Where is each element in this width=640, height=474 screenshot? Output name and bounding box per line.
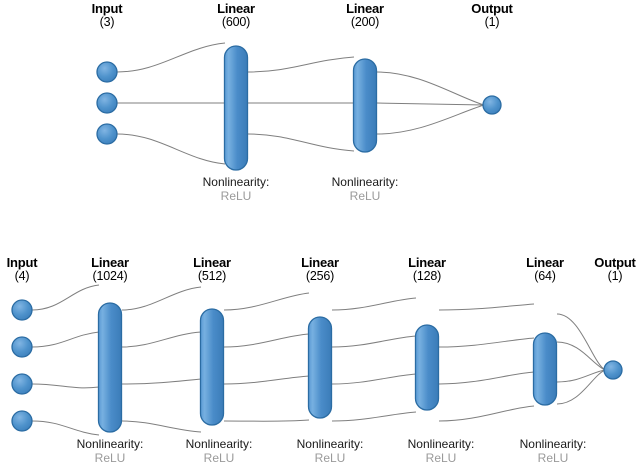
edges-linear600-to-linear200 (247, 56, 355, 152)
nonlinearity-value: ReLU (203, 450, 235, 465)
layer-name: Linear (91, 255, 129, 270)
layer-bar-linear-1024 (97, 302, 123, 433)
layer-name: Linear (408, 255, 446, 270)
layer-name: Linear (526, 255, 564, 270)
nonlinearity-value: ReLU (349, 188, 381, 203)
input-node (11, 410, 33, 432)
edges-input-to-linear1024 (31, 284, 100, 436)
layer-label-linear-256: Linear (256) (270, 256, 370, 283)
layer-name: Linear (301, 255, 339, 270)
layer-name: Input (91, 1, 123, 16)
layer-label-linear-200: Linear (200) (315, 2, 415, 29)
output-node (603, 360, 623, 380)
nonlinearity-title: Nonlinearity: (76, 437, 144, 451)
layer-size: (200) (350, 14, 380, 29)
nonlinearity-title: Nonlinearity: (519, 437, 587, 451)
layer-bar-linear-64 (532, 332, 558, 406)
layer-name: Linear (346, 1, 384, 16)
output-node (482, 95, 502, 115)
layer-size: (1024) (92, 268, 128, 283)
input-node (11, 336, 33, 358)
layer-size: (1) (607, 268, 623, 283)
nonlinearity-value: ReLU (314, 450, 346, 465)
edges-linear200-to-output (376, 71, 485, 135)
layer-name: Linear (217, 1, 255, 16)
layer-label-input-4: Input (4) (0, 256, 72, 283)
layer-bar-linear-600 (223, 45, 249, 171)
layer-label-input-3: Input (3) (57, 2, 157, 29)
layer-name: Output (471, 1, 513, 16)
input-node (96, 123, 118, 145)
layer-label-output-1: Output (1) (442, 2, 542, 29)
layer-size: (1) (484, 14, 500, 29)
edges-linear128-to-linear64 (438, 303, 535, 422)
nonlinearity-linear-200: Nonlinearity: ReLU (315, 175, 415, 204)
nonlinearity-linear-64: Nonlinearity: ReLU (503, 437, 603, 466)
nonlinearity-linear-512: Nonlinearity: ReLU (169, 437, 269, 466)
layer-size: (600) (221, 14, 251, 29)
nonlinearity-linear-1024: Nonlinearity: ReLU (60, 437, 160, 466)
layer-size: (64) (534, 268, 556, 283)
layer-bar-linear-256 (307, 316, 333, 419)
input-node (11, 373, 33, 395)
network-diagram-bottom: Input (4) Linear (1024) Linear (512) Lin… (0, 242, 640, 474)
edges-input-to-linear600 (116, 42, 226, 165)
layer-name: Linear (193, 255, 231, 270)
layer-label-output-1: Output (1) (565, 256, 640, 283)
nonlinearity-title: Nonlinearity: (202, 175, 270, 189)
layer-size: (256) (305, 268, 335, 283)
nonlinearity-value: ReLU (425, 450, 457, 465)
layer-label-linear-600: Linear (600) (186, 2, 286, 29)
layer-bar-linear-200 (352, 58, 378, 153)
layer-name: Input (6, 255, 38, 270)
nonlinearity-title: Nonlinearity: (296, 437, 364, 451)
layer-label-linear-64: Linear (64) (495, 256, 595, 283)
nonlinearity-value: ReLU (220, 188, 252, 203)
edges-linear1024-to-linear512 (121, 286, 202, 433)
input-node (96, 92, 118, 114)
layer-name: Output (594, 255, 636, 270)
nonlinearity-value: ReLU (537, 450, 569, 465)
layer-size: (4) (14, 268, 30, 283)
layer-bar-linear-128 (414, 324, 440, 411)
nonlinearity-title: Nonlinearity: (407, 437, 475, 451)
edges-linear512-to-linear256 (223, 292, 310, 422)
layer-size: (128) (412, 268, 442, 283)
nonlinearity-linear-256: Nonlinearity: ReLU (280, 437, 380, 466)
input-node (11, 299, 33, 321)
layer-label-linear-128: Linear (128) (377, 256, 477, 283)
layer-label-linear-512: Linear (512) (162, 256, 262, 283)
edges-linear64-to-output (556, 313, 606, 405)
network-graphics-top (96, 42, 502, 171)
layer-bar-linear-512 (199, 308, 225, 426)
nonlinearity-linear-128: Nonlinearity: ReLU (391, 437, 491, 466)
network-graphics-bottom (11, 284, 623, 436)
nonlinearity-title: Nonlinearity: (331, 175, 399, 189)
input-node (96, 61, 118, 83)
layer-size: (512) (197, 268, 227, 283)
nonlinearity-linear-600: Nonlinearity: ReLU (186, 175, 286, 204)
layer-label-linear-1024: Linear (1024) (60, 256, 160, 283)
network-diagram-top: Input (3) Linear (600) Linear (200) Outp… (0, 0, 640, 232)
layer-size: (3) (99, 14, 115, 29)
nonlinearity-value: ReLU (94, 450, 126, 465)
edges-linear256-to-linear128 (331, 297, 417, 422)
nonlinearity-title: Nonlinearity: (185, 437, 253, 451)
